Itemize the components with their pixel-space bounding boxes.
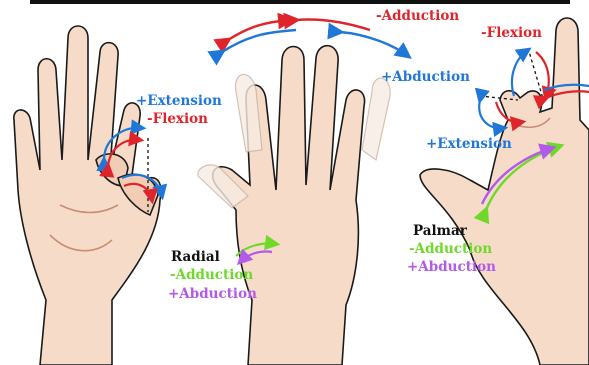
top-abduction-arrow-left: [222, 30, 296, 52]
left-extension-label: +Extension: [136, 95, 222, 109]
left-flexion-label: -Flexion: [147, 113, 208, 127]
top-adduction-arrow-mid: [296, 19, 370, 30]
right-flexion-red-arrow: [536, 52, 549, 98]
palmar-abduction-label: +Abduction: [407, 261, 496, 275]
right-flexion-label: -Flexion: [481, 27, 542, 41]
palmar-adduction-label: -Adduction: [409, 243, 492, 257]
right-flexion-blue-arrow: [512, 50, 528, 96]
radial-abduction-label: +Abduction: [168, 288, 257, 302]
left-hand: [14, 26, 161, 365]
radial-adduction-label: -Adduction: [170, 269, 253, 283]
top-abduction-arrow-right: [340, 32, 408, 56]
right-extension-label: +Extension: [426, 138, 512, 152]
top-adduction-arrow-left: [228, 20, 290, 40]
palmar-title: Palmar: [413, 225, 467, 239]
top-adduction-label: -Adduction: [376, 10, 459, 24]
top-border: [30, 0, 570, 4]
radial-title: Radial: [171, 251, 220, 265]
right-extension-blue-arrow: [479, 100, 504, 128]
top-abduction-label: +Abduction: [381, 71, 470, 85]
